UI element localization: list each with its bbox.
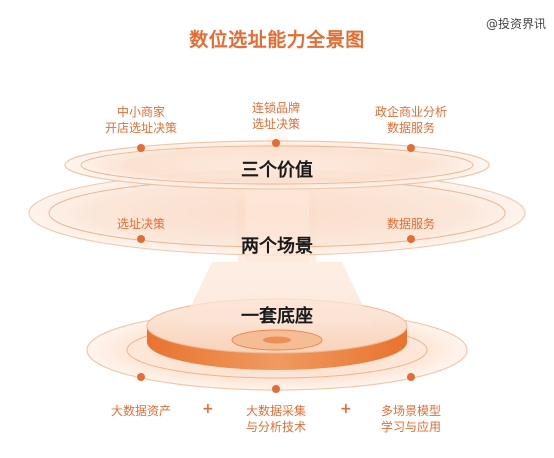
top-label-1-line1: 中小商家 (116, 105, 165, 119)
label-dots (137, 139, 415, 393)
dot-base-2 (272, 385, 280, 393)
base-label-2-line1: 大数据采集 (245, 404, 306, 418)
top-label-3: 政企商业分析 数据服务 (356, 104, 466, 136)
dot-mid-2 (407, 235, 415, 243)
plus-sign-1: + (202, 401, 214, 417)
top-label-3-line2: 数据服务 (386, 121, 435, 135)
dot-top-2 (272, 139, 280, 147)
top-label-2: 连锁品牌 选址决策 (226, 100, 326, 132)
plus-sign-2: + (340, 401, 352, 417)
base-label-3-line1: 多场景模型 (380, 404, 441, 418)
dot-base-3 (407, 373, 415, 381)
base-label-2: 大数据采集 与分析技术 (226, 403, 326, 435)
top-label-1: 中小商家 开店选址决策 (91, 104, 191, 136)
dot-top-3 (407, 144, 415, 152)
base-label-1: 大数据资产 (110, 404, 171, 418)
layer-title-middle: 两个场景 (241, 236, 313, 257)
diagram-title: 数位选址能力全景图 (189, 29, 365, 51)
watermark: @投资界讯 (485, 17, 546, 31)
mid-label-1: 选址决策 (116, 217, 165, 231)
dot-top-1 (137, 144, 145, 152)
top-label-1-line2: 开店选址决策 (104, 121, 177, 135)
layer-title-base: 一套底座 (241, 306, 313, 327)
dot-mid-1 (137, 235, 145, 243)
top-label-3-line1: 政企商业分析 (374, 105, 447, 119)
mid-label-2: 数据服务 (386, 217, 435, 231)
base-label-3: 多场景模型 学习与应用 (361, 403, 461, 435)
dot-base-1 (137, 373, 145, 381)
top-label-2-line2: 选址决策 (251, 117, 300, 131)
base-label-2-line2: 与分析技术 (245, 420, 306, 434)
base-label-3-line2: 学习与应用 (380, 420, 441, 434)
top-label-2-line1: 连锁品牌 (251, 101, 300, 115)
layer-title-top: 三个价值 (241, 160, 313, 181)
